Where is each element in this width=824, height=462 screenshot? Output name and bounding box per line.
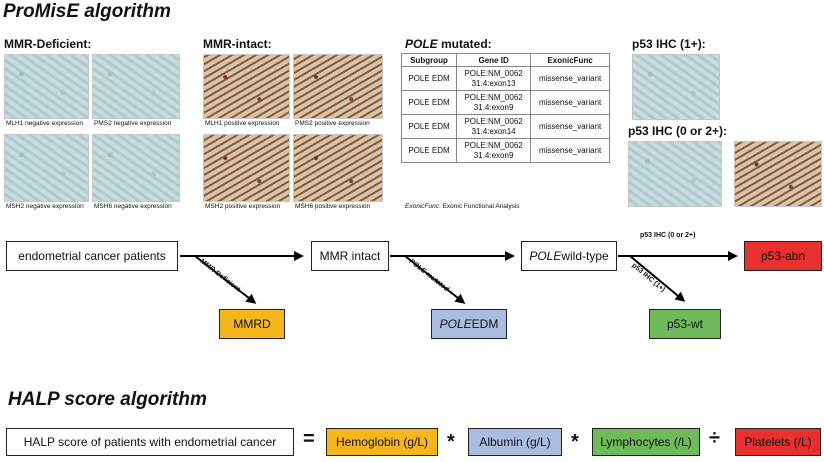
platelets-box: Platelets (/L) bbox=[735, 428, 821, 456]
pms2-positive-image bbox=[293, 54, 383, 119]
mmr-intact-label: MMR-intact: bbox=[203, 37, 272, 51]
exonic-func-cell: missense_variant bbox=[530, 66, 610, 91]
msh6-positive-caption: MSH6 positive expression bbox=[295, 203, 371, 210]
mmr-intact-box: MMR intact bbox=[311, 241, 389, 271]
pole-table: Subgroup Gene ID ExonicFunc POLE EDM POL… bbox=[401, 53, 610, 163]
patients-box: endometrial cancer patients bbox=[6, 241, 178, 271]
mlh1-negative-image bbox=[4, 54, 89, 119]
pole-mutated-label: POLE mutated: bbox=[405, 37, 492, 51]
pms2-negative-image bbox=[92, 54, 180, 119]
pole-wild-type-box: POLE wild-type bbox=[521, 241, 617, 271]
msh6-positive-image bbox=[293, 134, 383, 202]
mmr-deficient-label: MMR-Deficient: bbox=[4, 37, 92, 51]
exonic-func-cell: missense_variant bbox=[530, 114, 610, 139]
equals-sign: = bbox=[303, 428, 315, 450]
mlh1-positive-caption: MLH1 positive expression bbox=[205, 120, 280, 127]
times-sign: * bbox=[571, 431, 579, 453]
subgroup-cell: POLE EDM bbox=[401, 66, 457, 91]
halp-title: HALP score algorithm bbox=[8, 389, 207, 410]
p53-0-2-arrow-label: p53 IHC (0 or 2+) bbox=[640, 232, 696, 239]
mlh1-positive-image bbox=[203, 54, 290, 119]
exonic-func-cell: missense_variant bbox=[530, 138, 610, 163]
p53-ihc-0-image bbox=[628, 141, 722, 207]
lymphocytes-box: Lymphocytes (/L) bbox=[592, 428, 700, 456]
msh2-positive-caption: MSH2 positive expression bbox=[205, 203, 281, 210]
subgroup-cell: POLE EDM bbox=[401, 138, 457, 163]
promise-title: ProMisE algorithm bbox=[3, 1, 171, 22]
mmrd-box: MMRD bbox=[219, 309, 285, 339]
pole-edm-box: POLE EDM bbox=[431, 309, 507, 339]
p53-ihc-1-image bbox=[632, 54, 720, 120]
msh2-positive-image bbox=[203, 134, 290, 202]
subgroup-cell: POLE EDM bbox=[401, 114, 457, 139]
albumin-box: Albumin (g/L) bbox=[468, 428, 562, 456]
msh2-negative-caption: MSH2 negative expression bbox=[6, 203, 84, 210]
p53-ihc-0-2-label: p53 IHC (0 or 2+): bbox=[628, 124, 728, 138]
p53-ihc-1-label: p53 IHC (1+): bbox=[632, 37, 706, 51]
halp-patients-box: HALP score of patients with endometrial … bbox=[6, 428, 294, 456]
pms2-positive-caption: PMS2 positive expression bbox=[295, 120, 370, 127]
msh6-negative-caption: MSH6 negative expression bbox=[94, 203, 172, 210]
p53-ihc-2-image bbox=[734, 141, 822, 207]
divide-sign: ÷ bbox=[709, 427, 720, 449]
hemoglobin-box: Hemoglobin (g/L) bbox=[326, 428, 438, 456]
subgroup-cell: POLE EDM bbox=[401, 90, 457, 115]
pms2-negative-caption: PMS2 negative expression bbox=[94, 120, 172, 127]
msh6-negative-image bbox=[92, 134, 180, 202]
msh2-negative-image bbox=[4, 134, 89, 202]
pole-table-footnote: ExonicFunc: Exonic Functional Analysis bbox=[405, 203, 520, 210]
p53-abn-box: p53-abn bbox=[744, 241, 822, 271]
mlh1-negative-caption: MLH1 negative expression bbox=[6, 120, 83, 127]
times-sign: * bbox=[447, 431, 455, 453]
p53-wt-box: p53-wt bbox=[649, 309, 721, 339]
